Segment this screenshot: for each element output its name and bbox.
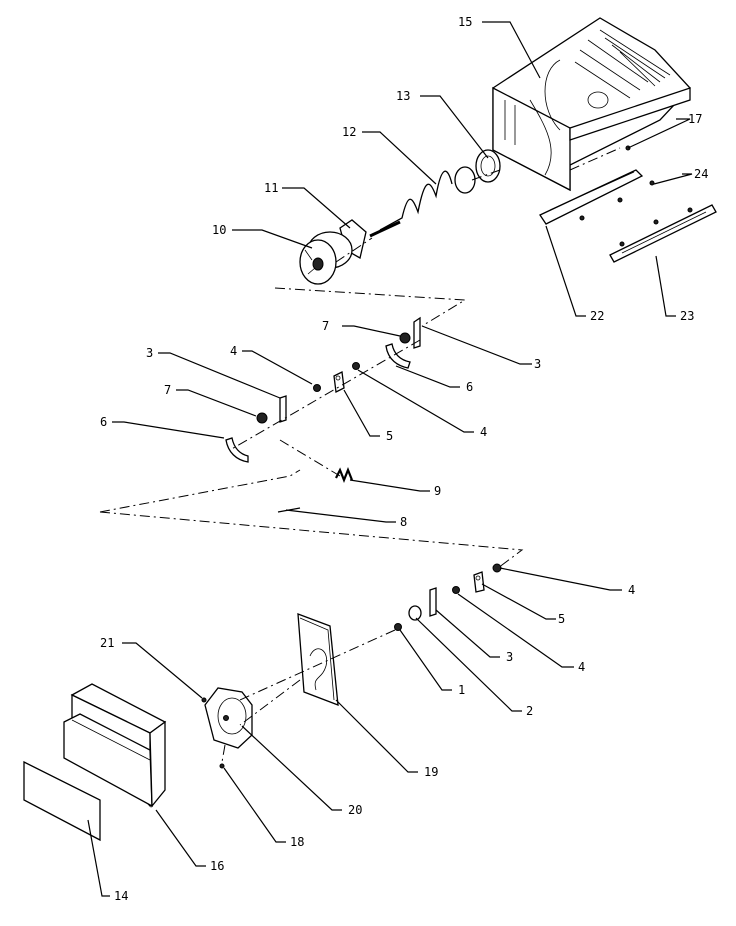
part-12-auger (369, 166, 476, 238)
part-4-washer-a (352, 362, 360, 370)
callout-3-left: 3 (146, 346, 153, 360)
callout-8: 8 (400, 515, 407, 529)
callout-14: 14 (114, 889, 128, 903)
part-10-drive-wheel (299, 231, 353, 285)
callout-24: 24 (694, 167, 708, 181)
part-16-front-housing (63, 683, 167, 808)
part-19-motor-bracket (297, 613, 339, 706)
callout-18: 18 (290, 835, 304, 849)
callout-22: 22 (590, 309, 604, 323)
part-14-plate (23, 760, 101, 842)
callout-3-right: 3 (534, 357, 541, 371)
callout-4-lower-right: 4 (628, 583, 635, 597)
callout-7-lower: 7 (164, 383, 171, 397)
callout-3-lower: 3 (506, 650, 513, 664)
callout-15: 15 (458, 15, 472, 29)
part-7-spacer-right (399, 332, 411, 344)
callout-6-left: 6 (100, 415, 107, 429)
part-20-motor (204, 687, 253, 749)
part-22-rail (539, 169, 644, 225)
part-18-screw (219, 763, 225, 769)
callout-labels: 15 13 12 11 10 17 24 22 23 7 3 3 4 7 6 6… (100, 15, 708, 903)
part-5-link-upper (333, 371, 345, 393)
part-1-washer (394, 623, 402, 631)
callout-4-upper: 4 (230, 344, 237, 358)
callout-5-upper: 5 (386, 429, 393, 443)
callout-21: 21 (100, 636, 114, 650)
part-4-washer-c (492, 563, 502, 573)
part-13-bearing (475, 149, 501, 183)
callout-16: 16 (210, 859, 224, 873)
callout-11: 11 (264, 181, 278, 195)
callout-20: 20 (348, 803, 362, 817)
callout-2: 2 (526, 704, 533, 718)
callout-1: 1 (458, 683, 465, 697)
callout-23: 23 (680, 309, 694, 323)
callout-13: 13 (396, 89, 410, 103)
callout-19: 19 (424, 765, 438, 779)
part-6-arm-left (225, 437, 249, 463)
callout-9: 9 (434, 484, 441, 498)
leader-lines (87, 21, 693, 897)
part-23-rail (609, 204, 717, 263)
part-9-spring (335, 467, 354, 483)
part-4-washer-d (452, 586, 460, 594)
screws-17-24 (579, 145, 693, 247)
part-3-link-lower (429, 587, 437, 617)
callout-6-right: 6 (466, 380, 473, 394)
callout-7-upper: 7 (322, 319, 329, 333)
callout-4-lower: 4 (578, 660, 585, 674)
part-21-screw (201, 697, 207, 703)
part-7-spacer-left (256, 412, 268, 424)
part-4-washer-b (313, 384, 321, 392)
callout-17: 17 (688, 112, 702, 126)
part-2-bushing (408, 605, 422, 621)
callout-4-middle: 4 (480, 425, 487, 439)
part-5-link-lower (473, 571, 485, 593)
callout-10: 10 (212, 223, 226, 237)
callout-12: 12 (342, 125, 356, 139)
part-3-link-left (279, 395, 287, 423)
part-15-ice-bucket (492, 17, 691, 192)
callout-5-lower: 5 (558, 612, 565, 626)
